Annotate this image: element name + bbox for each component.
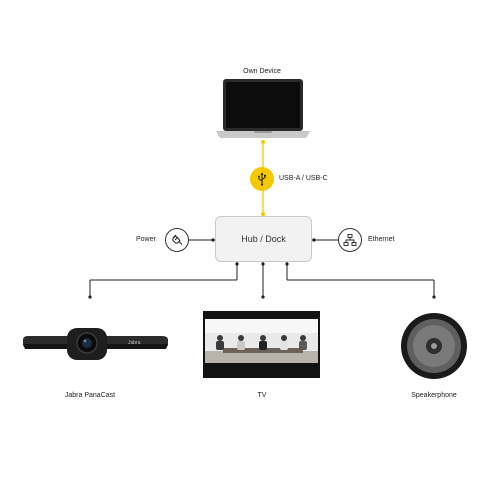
camera-icon: Jabra [23,328,168,360]
own-device-label: Own Device [243,68,281,75]
network-icon [338,228,362,252]
tv-label: TV [257,392,267,399]
power-label: Power [136,236,156,243]
hub-dock-label: Hub / Dock [241,234,286,244]
power-plug-icon [165,228,189,252]
usb-icon [250,167,274,191]
laptop-icon [216,79,310,138]
usb-connection-label: USB-A / USB-C [279,175,328,182]
speakerphone-icon [401,313,467,379]
ethernet-label: Ethernet [368,236,395,243]
tv-icon [203,311,320,378]
speakerphone-label: Speakerphone [411,392,457,399]
jabra-panacast-label: Jabra PanaCast [64,392,116,399]
hub-dock-box: Hub / Dock [215,216,312,262]
camera-brand-text: Jabra [128,340,141,346]
